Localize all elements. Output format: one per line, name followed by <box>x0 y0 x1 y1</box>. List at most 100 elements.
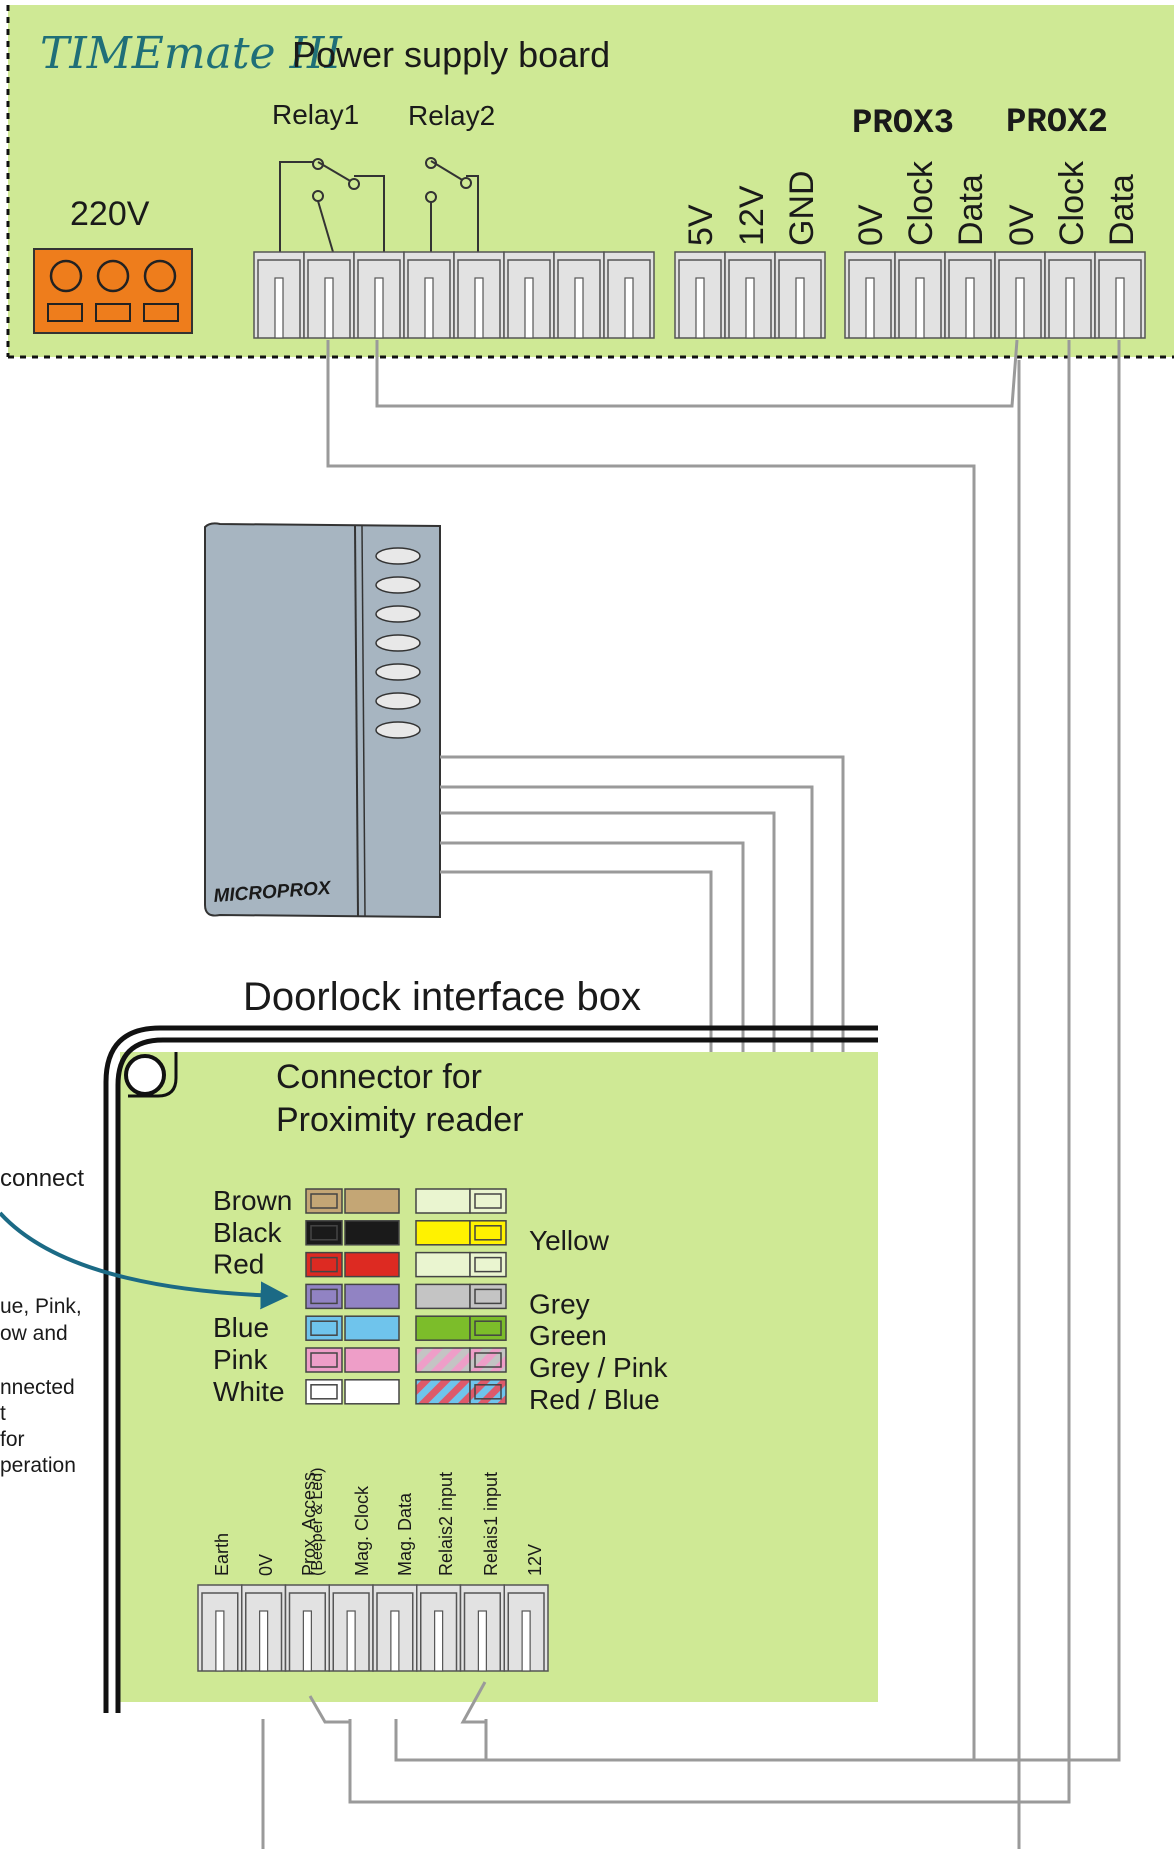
left-wire-label: Blue <box>213 1312 269 1343</box>
mains-connector <box>33 248 193 334</box>
left-wire-row: White <box>213 1376 400 1407</box>
right-wire-row: Yellow <box>415 1220 610 1256</box>
board-title: Power supply board <box>292 34 610 75</box>
left-wire-label: Black <box>213 1217 282 1248</box>
left-wire-label: Red <box>213 1249 264 1280</box>
bottom-terminal-labels: Earth 0V Prox. Access Mag. Clock Mag. Data Re… <box>212 1467 545 1576</box>
relay1-label: Relay1 <box>272 99 359 130</box>
right-wire-row: Grey / Pink <box>415 1347 668 1383</box>
prox-pin <box>994 251 1046 339</box>
prox-pin <box>1044 251 1096 339</box>
right-wire-row: Green <box>415 1315 607 1351</box>
prox-terminal-label: 0V <box>1003 204 1041 246</box>
board-wires <box>326 339 1121 1849</box>
side-note-line: nnected <box>0 1376 75 1399</box>
reader-led <box>375 721 421 739</box>
power-pin <box>724 251 776 339</box>
side-note: connect ue, Pink, ow and nnected t for perati… <box>0 1165 84 1477</box>
side-note-line: ow and <box>0 1322 68 1345</box>
bottom-terminal-block <box>197 1584 549 1672</box>
bottom-wires <box>261 1681 487 1849</box>
reader-led <box>375 634 421 652</box>
prox2-label: PROX2 <box>1006 104 1108 142</box>
bottom-terminal-label: Mag. Clock <box>352 1485 372 1576</box>
prox-pin <box>894 251 946 339</box>
power-supply-board: TIMEmate III Power supply board 220V Rel… <box>6 5 1174 359</box>
right-wire-label: Red / Blue <box>529 1384 660 1415</box>
left-wire-label: Brown <box>213 1185 292 1216</box>
right-wire-label: Green <box>529 1320 607 1351</box>
bottom-terminal-label: Relais2 input <box>436 1472 456 1576</box>
side-note-line: peration <box>0 1454 76 1477</box>
right-wire-row <box>415 1251 507 1278</box>
left-wire-row: Brown <box>213 1185 400 1216</box>
prox-access-sub-label: (Beeper & Led) <box>309 1467 326 1576</box>
power-pin <box>774 251 826 339</box>
right-wire-label: Grey <box>529 1288 590 1319</box>
bottom-pin <box>416 1584 462 1672</box>
prox-pin <box>1094 251 1146 339</box>
bottom-pin <box>284 1584 330 1672</box>
reader-led <box>375 576 421 594</box>
left-wire-row: Blue <box>213 1312 400 1343</box>
right-wire-row: Red / Blue <box>415 1379 660 1415</box>
doorlock-interface-box: Connector for Proximity reader BrownBlac… <box>103 1025 878 1713</box>
relay-pin <box>453 251 505 339</box>
connector-title-line2: Proximity reader <box>276 1101 524 1139</box>
reader-led <box>375 663 421 681</box>
side-note-line: connect <box>0 1165 84 1192</box>
relay-pin <box>253 251 305 339</box>
power-terminal-label: 12V <box>733 185 771 246</box>
left-wire-row <box>305 1283 400 1310</box>
bottom-terminal-label: Mag. Data <box>395 1492 415 1576</box>
prox-terminal-block <box>844 251 1146 339</box>
relay2-label: Relay2 <box>408 100 495 131</box>
prox-pin <box>844 251 896 339</box>
bottom-terminal-label: 0V <box>256 1554 276 1576</box>
relay-terminal-block <box>253 251 655 339</box>
relay1-symbol <box>279 158 385 253</box>
power-terminal-label: GND <box>783 170 821 246</box>
side-note-line: for <box>0 1428 25 1451</box>
bottom-terminal-label: Relais1 input <box>481 1472 501 1576</box>
relay-pin <box>403 251 455 339</box>
relay2-symbol <box>425 157 479 252</box>
power-terminal-labels: 5V 12V GND <box>682 170 821 246</box>
side-note-line: ue, Pink, <box>0 1295 82 1318</box>
note-arrow <box>0 1211 289 1310</box>
bottom-pin <box>459 1584 505 1672</box>
left-wire-row: Black <box>213 1217 400 1248</box>
prox-terminal-label: 0V <box>852 204 890 246</box>
power-terminal-block <box>674 251 826 339</box>
prox-pin <box>944 251 996 339</box>
right-wire-row <box>415 1188 507 1214</box>
relay-pin <box>603 251 655 339</box>
bottom-pin <box>241 1584 287 1672</box>
right-wire-row: Grey <box>415 1283 590 1319</box>
prox-terminal-label: Data <box>1103 174 1141 246</box>
prox-terminal-label: Clock <box>902 160 940 246</box>
bottom-terminal-label: Earth <box>212 1533 232 1576</box>
side-note-line: t <box>0 1402 6 1425</box>
interface-box-title: Doorlock interface box <box>243 975 641 1019</box>
bottom-pin <box>197 1584 243 1672</box>
left-wire-label: Pink <box>213 1344 268 1375</box>
microprox-reader: MICROPROX <box>204 522 441 919</box>
reader-led <box>375 605 421 623</box>
relay-pin <box>303 251 355 339</box>
right-wire-label: Grey / Pink <box>529 1352 668 1383</box>
left-wire-label: White <box>213 1376 285 1407</box>
right-wire-label: Yellow <box>529 1225 610 1256</box>
reader-led <box>375 547 421 565</box>
bottom-terminal-label: Prox. Access <box>299 1472 319 1576</box>
left-wire-row: Pink <box>213 1344 400 1375</box>
bottom-pin <box>328 1584 374 1672</box>
prox-terminal-label: Data <box>952 174 990 246</box>
mains-label: 220V <box>70 195 150 233</box>
prox3-label: PROX3 <box>852 105 954 143</box>
power-terminal-label: 5V <box>682 204 720 246</box>
relay-pin <box>553 251 605 339</box>
reader-led <box>375 692 421 710</box>
bottom-pin <box>503 1584 549 1672</box>
